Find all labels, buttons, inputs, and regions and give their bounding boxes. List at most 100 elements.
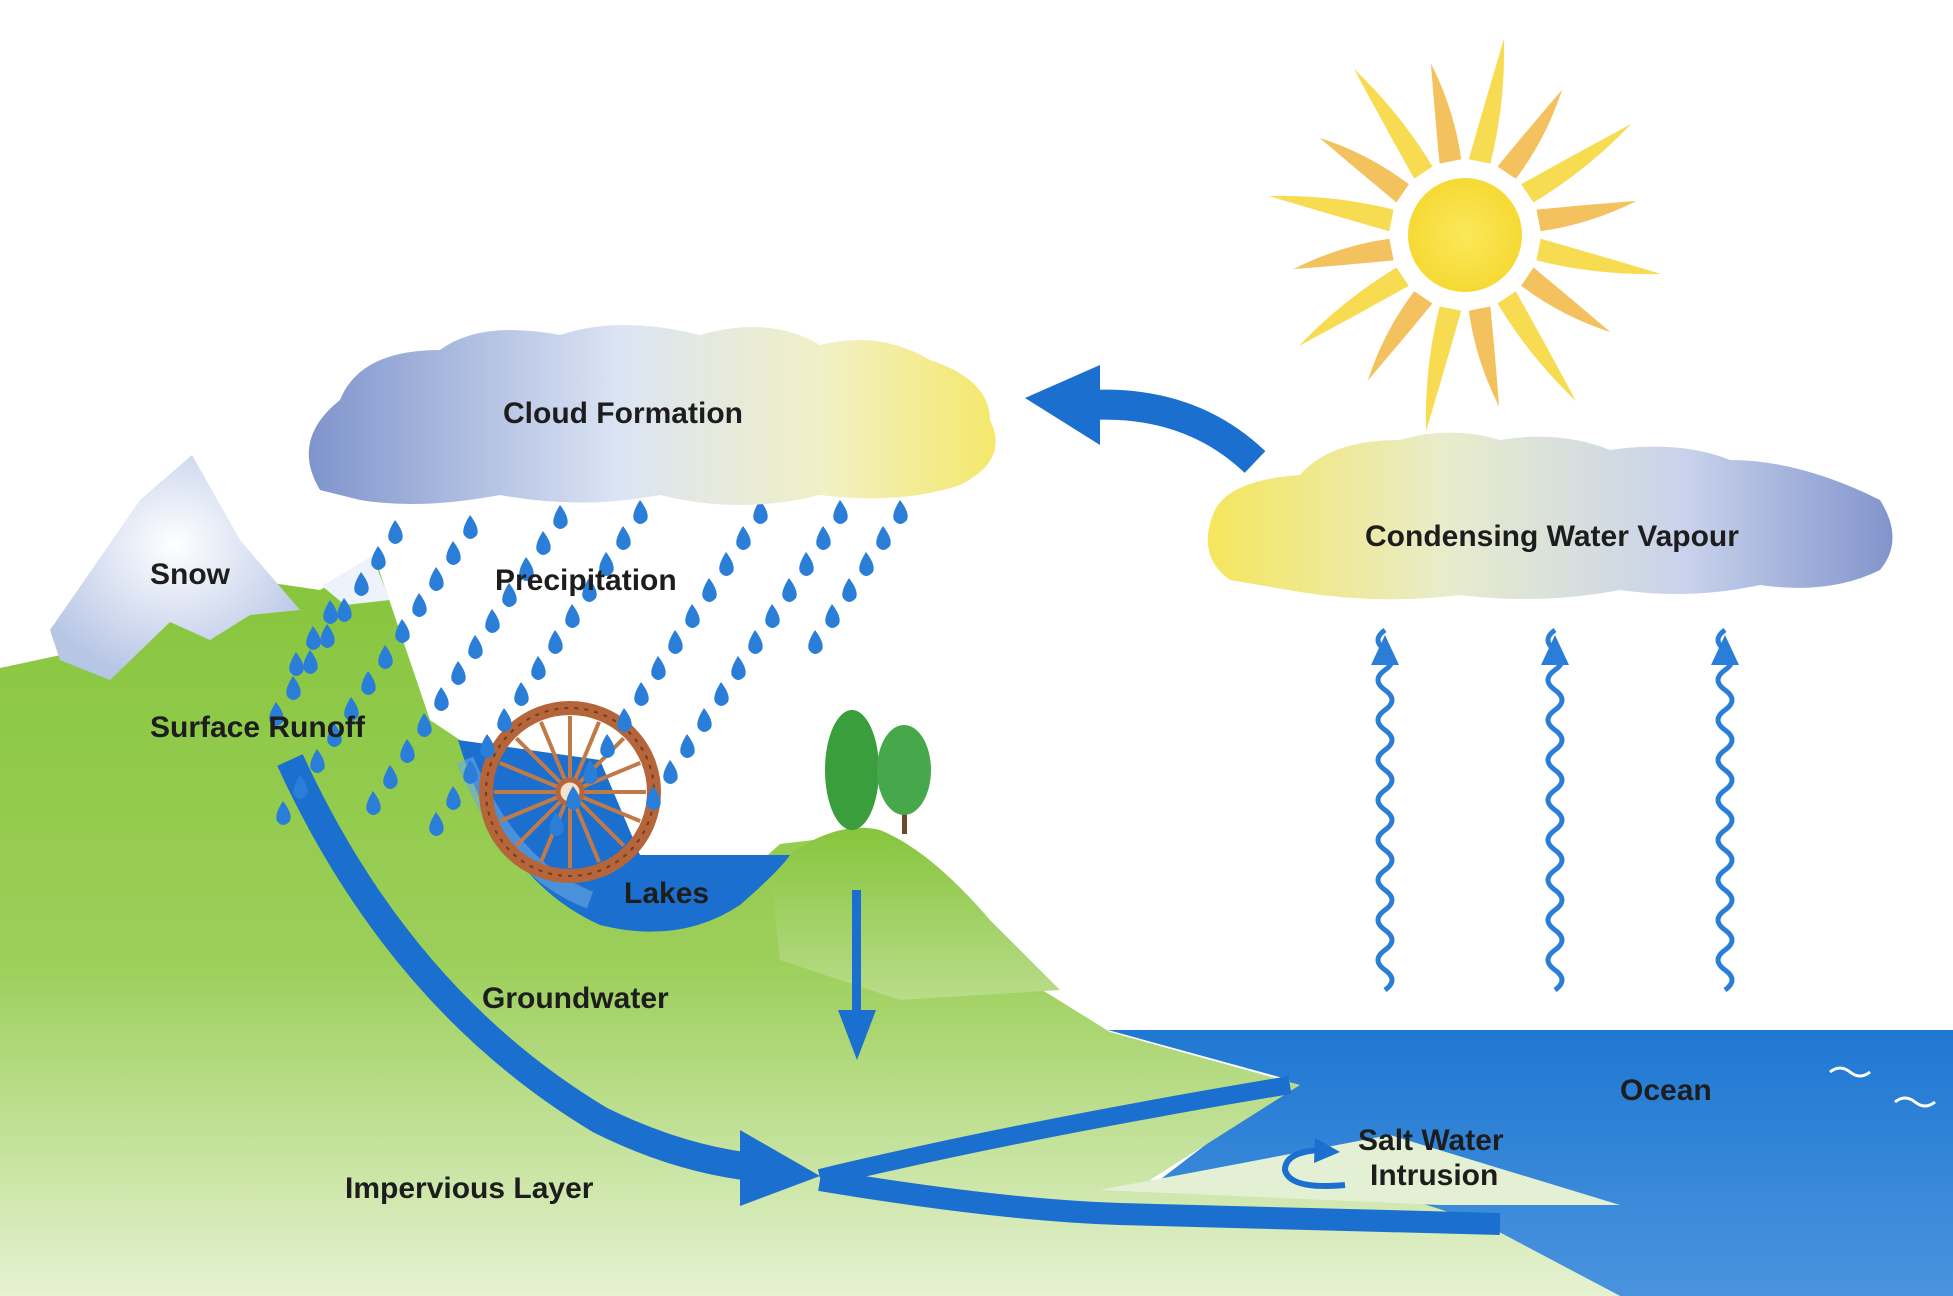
raindrop-icon xyxy=(468,635,483,659)
tree-icon xyxy=(825,710,879,830)
sun-ray xyxy=(1425,306,1462,432)
raindrop-icon xyxy=(536,531,551,555)
label-ocean: Ocean xyxy=(1620,1074,1712,1107)
raindrop-icon xyxy=(286,676,301,700)
raindrop-icon xyxy=(497,708,512,732)
salt-water-curl-arrow xyxy=(1281,1147,1346,1189)
raindrop-icon xyxy=(289,652,304,676)
label-salt-water-intrusion-line2: Intrusion xyxy=(1370,1159,1498,1192)
raindrop-icon xyxy=(582,578,597,602)
raindrop-icon xyxy=(753,500,768,524)
raindrop-icon xyxy=(531,656,546,680)
raindrop-icon xyxy=(378,645,393,669)
raindrop-icon xyxy=(736,526,751,550)
raindrop-icon xyxy=(463,515,478,539)
raindrop-icon xyxy=(731,656,746,680)
label-lakes: Lakes xyxy=(624,877,709,910)
label-surface-runoff: Surface Runoff xyxy=(150,711,366,744)
sun-ray xyxy=(1319,137,1409,203)
sun-ray xyxy=(1268,195,1394,232)
raindrop-icon xyxy=(808,630,823,654)
vapour-to-cloud-arrow xyxy=(1025,365,1266,474)
raindrop-icon xyxy=(429,812,444,836)
raindrop-icon xyxy=(310,749,325,773)
raindrop-icon xyxy=(276,801,291,825)
tree-icon xyxy=(877,725,931,834)
raindrop-icon xyxy=(412,593,427,617)
raindrop-icon xyxy=(651,656,666,680)
arrow-icon xyxy=(1711,635,1739,665)
sun-ray xyxy=(1430,63,1462,164)
raindrop-icon xyxy=(293,775,308,799)
raindrop-icon xyxy=(599,552,614,576)
raindrop-icon xyxy=(463,760,478,784)
raindrop-icon xyxy=(825,604,840,628)
raindrop-icon xyxy=(366,791,381,815)
raindrop-icon xyxy=(600,734,615,758)
sun-ray xyxy=(1353,68,1433,179)
raindrop-icon xyxy=(323,600,338,624)
raindrop-icon xyxy=(668,630,683,654)
raindrop-icon xyxy=(634,682,649,706)
wave-icon xyxy=(1894,1096,1936,1108)
raindrop-icon xyxy=(876,526,891,550)
raindrop-icon xyxy=(361,671,376,695)
precipitation-drops xyxy=(269,500,908,836)
raindrop-icon xyxy=(306,626,321,650)
raindrop-icon xyxy=(842,578,857,602)
raindrop-icon xyxy=(646,786,661,810)
raindrop-icon xyxy=(553,505,568,529)
raindrop-icon xyxy=(417,713,432,737)
raindrop-icon xyxy=(400,739,415,763)
sun-ray xyxy=(1521,267,1611,333)
sun-ray xyxy=(1497,89,1563,179)
label-groundwater: Groundwater xyxy=(482,982,669,1015)
cloud-icon xyxy=(308,325,996,505)
cloud-icon xyxy=(1207,432,1893,600)
ocean xyxy=(1108,1030,1953,1296)
raindrop-icon xyxy=(320,624,335,648)
raindrop-icon xyxy=(719,552,734,576)
raindrop-icon xyxy=(434,687,449,711)
label-snow: Snow xyxy=(150,558,231,591)
raindrop-icon xyxy=(519,557,534,581)
raindrop-icon xyxy=(893,500,908,524)
raindrop-icon xyxy=(388,520,403,544)
sun-ray xyxy=(1367,291,1433,381)
raindrop-icon xyxy=(446,541,461,565)
raindrop-icon xyxy=(485,609,500,633)
raindrop-icon xyxy=(303,650,318,674)
evaporation-wave xyxy=(1715,627,1735,993)
raindrop-icon xyxy=(549,812,564,836)
raindrop-icon xyxy=(799,552,814,576)
label-condensing-water-vapour: Condensing Water Vapour xyxy=(1365,520,1739,553)
sun-ray xyxy=(1497,291,1577,402)
label-impervious-layer: Impervious Layer xyxy=(345,1172,594,1205)
arrow-icon xyxy=(1371,635,1399,665)
raindrop-icon xyxy=(583,760,598,784)
sun-ray xyxy=(1536,200,1637,232)
raindrop-icon xyxy=(816,526,831,550)
raindrop-icon xyxy=(371,546,386,570)
raindrop-icon xyxy=(714,682,729,706)
sun-ray xyxy=(1298,267,1409,347)
raindrop-icon xyxy=(269,702,284,726)
raindrop-icon xyxy=(833,500,848,524)
raindrop-icon xyxy=(337,598,352,622)
raindrop-icon xyxy=(565,604,580,628)
raindrop-icon xyxy=(451,661,466,685)
sun-icon xyxy=(1268,38,1662,432)
raindrop-icon xyxy=(663,760,678,784)
raindrop-icon xyxy=(782,578,797,602)
raindrop-icon xyxy=(327,723,342,747)
raindrop-icon xyxy=(765,604,780,628)
label-salt-water-intrusion-line1: Salt Water xyxy=(1358,1124,1504,1157)
sun-ray xyxy=(1468,38,1505,164)
sun-ray xyxy=(1293,238,1394,270)
sun-ray xyxy=(1468,306,1500,407)
raindrop-icon xyxy=(616,526,631,550)
raindrop-icon xyxy=(429,567,444,591)
evaporation-arrows xyxy=(1371,627,1739,993)
hill xyxy=(770,827,1060,1000)
raindrop-icon xyxy=(354,572,369,596)
